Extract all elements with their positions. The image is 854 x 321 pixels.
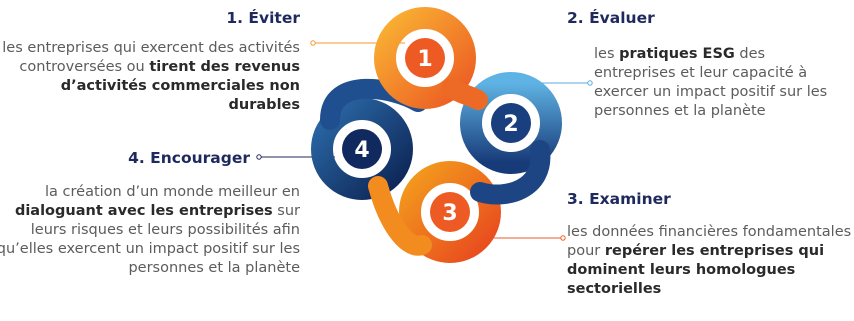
ring-1 (374, 7, 488, 110)
connector-lines (256, 40, 593, 241)
connector-4-dot (256, 154, 262, 160)
body-text: les entreprises qui exercent des activit… (2, 40, 300, 75)
badge-3-number: 3 (442, 201, 457, 226)
body-text: des entreprises et leur capacité à exerc… (594, 46, 828, 119)
step-2-title: 2. Évaluer (567, 9, 655, 27)
step-2-description: les pratiques ESG des entreprises et leu… (594, 45, 844, 121)
badge-1-number: 1 (417, 47, 432, 72)
step-3-description: les données financières fondamentales po… (567, 223, 852, 299)
badge-4-number: 4 (354, 138, 369, 163)
ring-2 (460, 72, 562, 205)
badge-4: 4 (342, 129, 382, 169)
step-4-title: 4. Encourager (128, 149, 250, 167)
connector-2-dot (587, 80, 593, 86)
connector-1-dot (310, 40, 316, 46)
badge-2-number: 2 (503, 112, 518, 137)
step-3-title: 3. Examiner (567, 190, 671, 208)
emphasis-text: dialoguant avec les entreprises (14, 203, 273, 219)
body-text: les (594, 46, 620, 62)
body-text: sur leurs risques et leurs possibilités … (0, 203, 300, 276)
emphasis-text: pratiques ESG (619, 46, 735, 62)
step-4-description: la création d’un monde meilleur en dialo… (0, 183, 300, 278)
badge-2: 2 (491, 103, 531, 143)
emphasis-text: repérer les entreprises qui dominent leu… (567, 243, 825, 297)
step-1-title: 1. Éviter (226, 9, 300, 27)
emphasis-text: tirent des revenus d’activités commercia… (60, 59, 300, 113)
badge-3: 3 (430, 192, 470, 232)
ring-3 (368, 161, 501, 263)
body-text: la création d’un monde meilleur en (45, 184, 300, 200)
step-1-description: les entreprises qui exercent des activit… (0, 39, 300, 115)
body-text: les données financières fondamentales po… (567, 224, 852, 259)
connector-3-dot (560, 235, 566, 241)
badge-1: 1 (405, 38, 445, 78)
